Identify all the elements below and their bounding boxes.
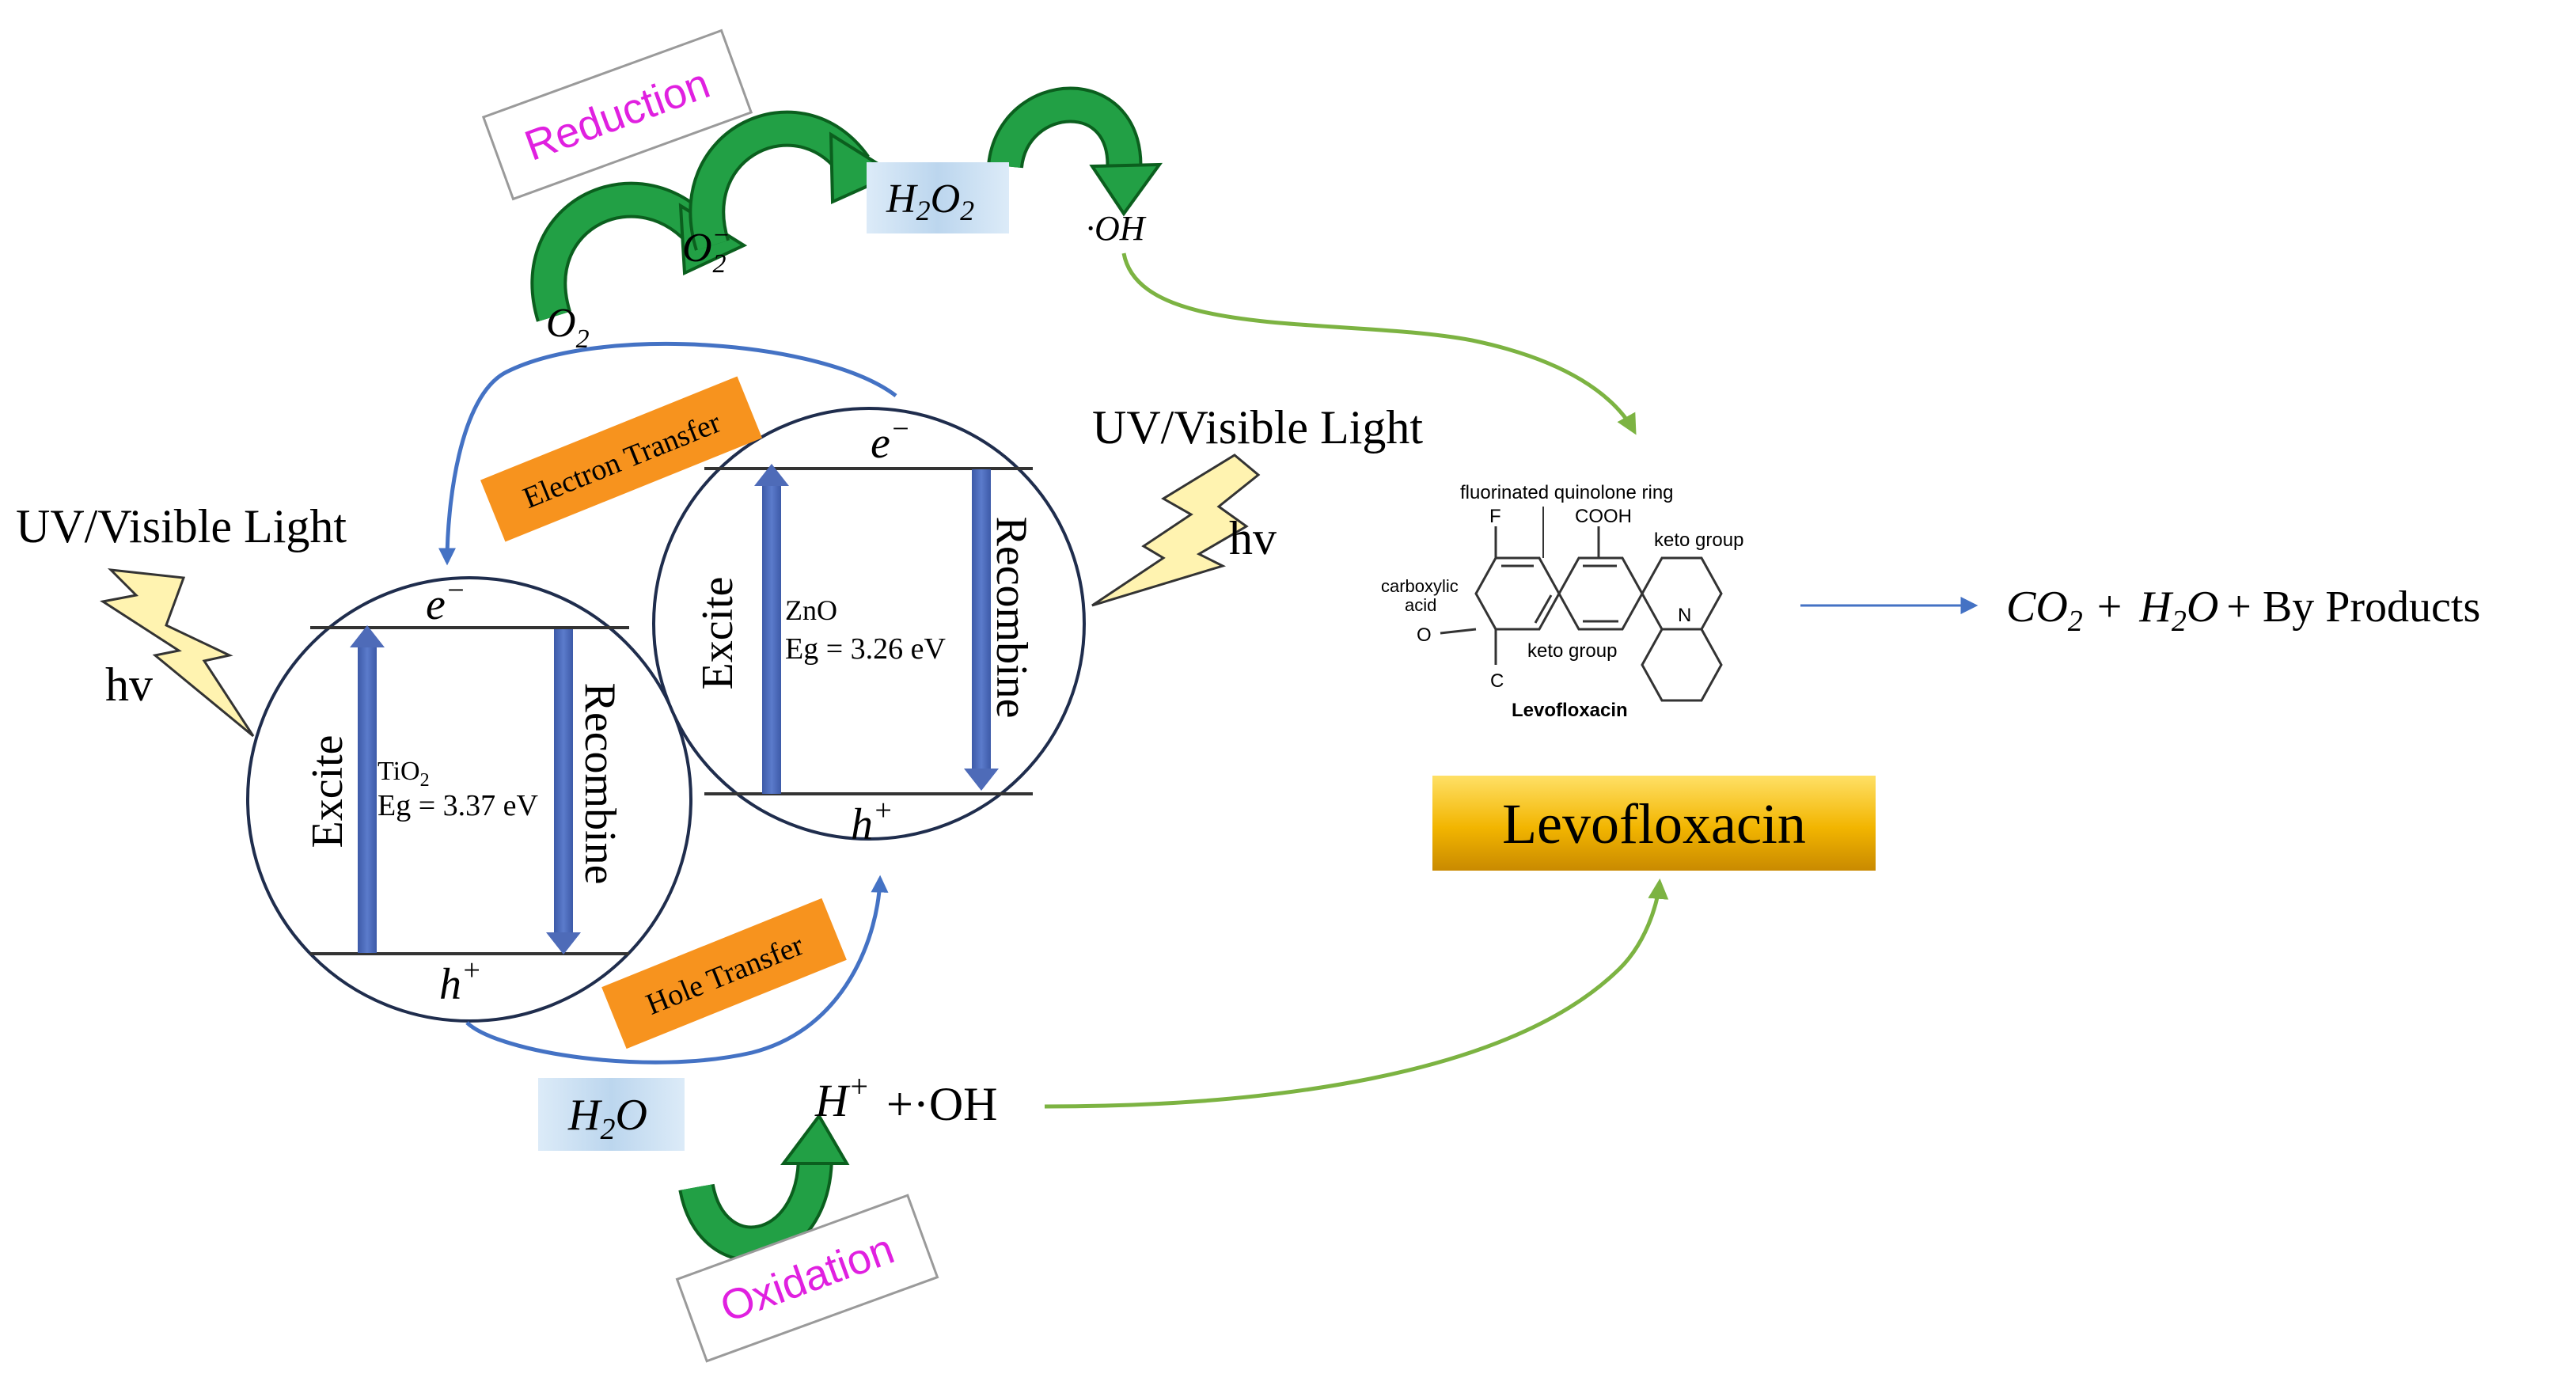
zno-recombine-bar (964, 469, 999, 791)
zno-hole: h+ (851, 794, 893, 849)
tio2-excite-label: Excite (303, 734, 352, 848)
levofloxacin-structure: fluorinated quinolone ring F COOH keto g… (1381, 482, 1743, 721)
h2o-box: H2O (538, 1078, 685, 1151)
struct-carboxylic: carboxylic (1381, 576, 1459, 596)
zno-name: ZnO (785, 594, 837, 626)
zno-excite-label: Excite (693, 576, 742, 689)
levofloxacin-box: Levofloxacin (1432, 776, 1876, 871)
tio2-name: TiO2 (377, 757, 430, 791)
electron-transfer-arrow (438, 341, 897, 566)
zno-excite-bar (754, 464, 789, 794)
o2-radical-label: O−2 (682, 221, 730, 279)
h2o2-label: H2O2 (886, 176, 974, 226)
struct-o: O (1417, 624, 1432, 646)
tio2-recombine-bar (546, 629, 581, 955)
struct-f: F (1489, 506, 1501, 527)
o2-label: O2 (546, 301, 590, 354)
h2o-label: H2O (567, 1091, 647, 1146)
green-curve-oh-to-box (1044, 878, 1669, 1109)
struct-c: C (1490, 670, 1504, 692)
h2o2-box: H2O2 (867, 162, 1009, 233)
green-arrow-o2-radical (689, 110, 898, 251)
tio2-electron: e− (426, 574, 466, 629)
struct-keto-top: keto group (1654, 529, 1743, 551)
tio2-bandgap: Eg = 3.37 eV (377, 789, 539, 822)
struct-keto-bottom: keto group (1527, 640, 1617, 662)
plus-oh-label: +·OH (886, 1078, 997, 1130)
lightning-bolt-right-icon (1091, 454, 1261, 607)
zno-recombine-label: Recombine (987, 516, 1036, 718)
lightning-bolt-left-icon (100, 568, 255, 738)
h-plus-label: H+ (814, 1068, 870, 1126)
tio2-excite-bar (350, 625, 385, 953)
green-curve-oh-to-levofloxacin (1121, 252, 1637, 435)
zno-bandgap: Eg = 3.26 eV (785, 632, 947, 666)
struct-acid: acid (1405, 595, 1436, 615)
green-arrow-h2o2 (987, 86, 1163, 217)
tio2-hole: h+ (439, 954, 482, 1009)
light-left-hv: hv (105, 659, 153, 711)
struct-name: Levofloxacin (1512, 700, 1628, 721)
tio2-circle: e− h+ Excite Recombine TiO2 Eg = 3.37 eV (246, 574, 692, 1023)
light-right-hv: hv (1229, 512, 1277, 564)
light-right-label: UV/Visible Light (1092, 401, 1423, 454)
light-left-label: UV/Visible Light (16, 500, 347, 552)
struct-cooh: COOH (1575, 506, 1632, 527)
levofloxacin-box-label: Levofloxacin (1502, 792, 1806, 856)
hole-transfer-arrow (465, 875, 889, 1065)
struct-ring-label: fluorinated quinolone ring (1460, 482, 1674, 503)
tio2-recombine-label: Recombine (575, 682, 624, 884)
green-arrow-h2o (678, 1113, 850, 1262)
zno-electron: e− (871, 412, 911, 468)
struct-n: N (1678, 605, 1691, 626)
oh-radical-label: ·OH (1086, 209, 1147, 248)
products-label: CO2+H2O+ By Products (2006, 583, 2480, 638)
zno-circle: e− h+ Excite Recombine ZnO Eg = 3.26 eV (652, 407, 1086, 849)
